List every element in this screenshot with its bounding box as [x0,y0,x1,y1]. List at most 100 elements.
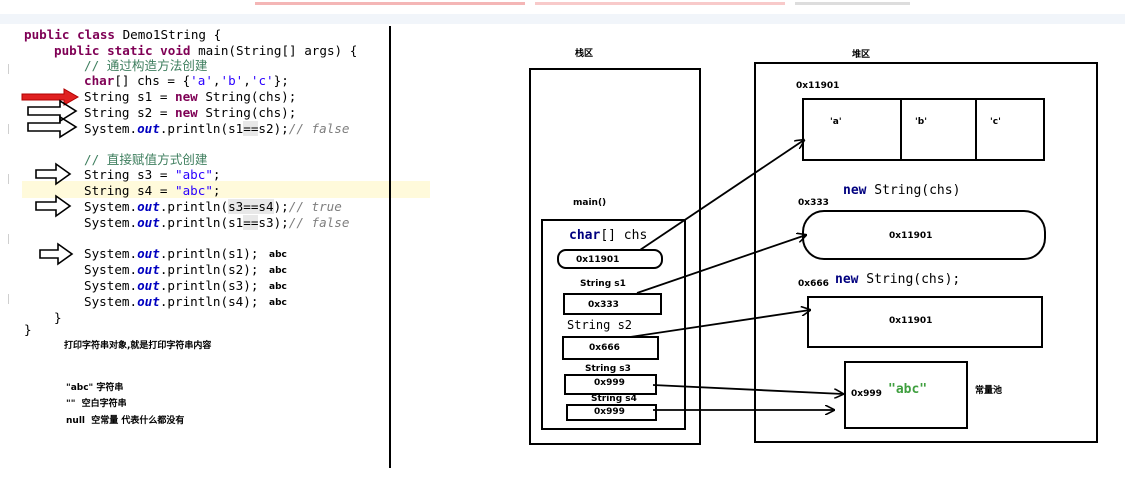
field-out: out [137,246,160,261]
output-annotation: abc [269,250,287,260]
code-line-s3: String s3 = "abc"; [84,167,221,183]
vertical-divider [389,26,391,468]
arrow-icon-s2 [27,99,78,123]
code-comment: // 直接赋值方式创建 [84,152,208,167]
string-literal: "abc" [175,183,213,198]
field-out: out [137,215,160,230]
heap-title: 堆区 [852,50,871,60]
code-arrows [21,88,80,266]
main-frame [541,219,686,430]
code-text: String s1 = [84,89,175,104]
code-text: s2); [258,121,289,136]
code-text: System. [84,278,138,293]
s3-label: String s3 [585,364,631,374]
keyword: new [843,183,867,198]
code-text: String s3 = [84,167,175,182]
code-text: .println(s1); [159,246,259,261]
code-line-s1: String s1 = new String(chs); [84,89,296,105]
constant-pool-box [844,361,968,429]
arrow-icon-print1 [27,115,78,139]
code-line-print-1: System.out.println(s1==s2);// false [84,121,349,137]
code-text: String(chs) [866,183,961,198]
code-line-println-s1: System.out.println(s1); [84,246,258,262]
code-text: System. [84,262,138,277]
code-text: } [54,310,62,325]
code-line-s4: String s4 = "abc"; [84,183,221,199]
s2-label: String s2 [567,318,633,332]
code-text: [] chs [600,228,648,243]
stack-area [529,68,701,445]
string-object-2 [807,296,1043,348]
code-comment: // false [288,215,350,230]
s4-addr: 0x999 [594,407,625,417]
code-text: String(chs); [197,89,297,104]
arrow-icon-print2 [35,194,72,218]
s1-label: String s1 [580,279,626,289]
note-abc-string: "abc" 字符串 [66,383,124,393]
chs-addr: 0x11901 [576,255,620,265]
code-text: String s4 = [84,183,175,198]
pool-value: "abc" [888,382,928,397]
s1-cell [563,293,662,315]
code-line-s2: String s2 = new String(chs); [84,105,296,121]
s3-addr: 0x999 [594,378,625,388]
code-text: ; [212,183,221,198]
code-line-close-main: } [54,310,62,326]
code-text: System. [84,294,138,309]
s2-addr: 0x666 [589,343,620,353]
array-cell-c: 'c' [990,117,1001,127]
code-text: s3); [258,215,289,230]
constant-pool-label: 常量池 [975,386,1003,396]
editor-gutter [0,24,18,324]
toolbar-tab-2 [535,2,785,5]
field-out: out [137,199,160,214]
code-line-println-s3: System.out.println(s3); [84,278,258,294]
code-text: .println(s1 [159,121,244,136]
char-literal: 'b' [220,73,244,88]
code-comment: // 通过构造方法创建 [84,58,208,73]
code-text: [] chs = { [114,73,191,88]
field-out: out [137,121,160,136]
keyword: public static void [54,43,191,58]
code-text: ; [212,167,221,182]
string-literal: "abc" [175,167,213,182]
field-out: out [137,262,160,277]
output-annotation: abc [269,282,287,292]
array-divider [975,98,977,161]
note-print-object: 打印字符串对象,就是打印字符串内容 [64,341,212,351]
code-text: System. [84,121,138,136]
output-annotation: abc [269,266,287,276]
code-text: .println(s3); [159,278,259,293]
s4-label: String s4 [591,394,637,404]
array-cell-b: 'b' [915,117,927,127]
pointer-chs [639,140,804,251]
main-frame-label: main() [573,198,607,208]
obj1-addr: 0x333 [798,198,829,208]
chs-cell [557,249,663,269]
code-text: System. [84,199,138,214]
code-comment: // true [288,199,342,214]
note-null: null 空常量 代表什么都没有 [66,416,185,426]
array-addr: 0x11901 [796,81,840,91]
char-array [802,98,1045,161]
pointer-s3 [652,384,843,394]
obj2-label: new String(chs); [835,272,960,287]
current-line-highlight [22,181,430,198]
pool-addr: 0x999 [851,389,882,399]
field-out: out [137,294,160,309]
code-line-comment-2: // 直接赋值方式创建 [84,152,208,168]
stack-title: 栈区 [575,49,594,59]
obj1-value: 0x11901 [889,231,933,241]
code-line-print-2: System.out.println(s3==s4);// true [84,199,342,215]
code-line-comment-1: // 通过构造方法创建 [84,58,208,74]
code-line-main: public static void main(String[] args) { [54,43,357,59]
arrow-icon-println [39,242,74,266]
code-text: System. [84,215,138,230]
code-line-close-class: } [24,322,32,338]
code-line-println-s4: System.out.println(s4); [84,294,258,310]
code-text: .println( [159,199,229,214]
code-comment: // false [288,121,350,136]
pointer-s1 [636,235,806,294]
code-text: }; [273,73,289,88]
